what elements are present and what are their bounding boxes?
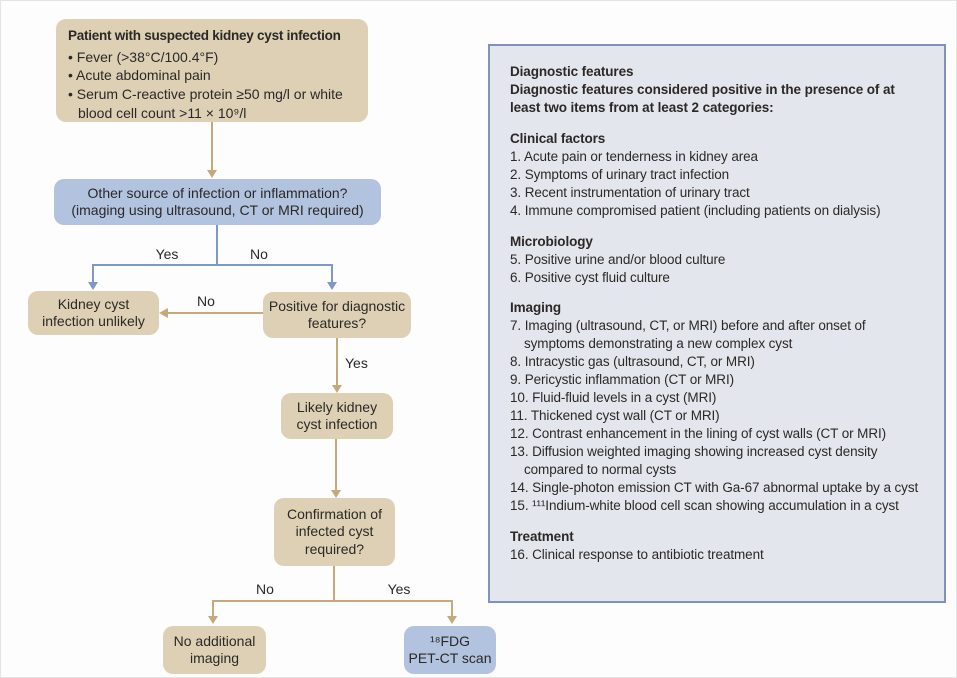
decision-other-source-box: Other source of infection or inflammatio…	[54, 179, 381, 225]
label-no-confirm: No	[256, 581, 274, 597]
connector-start-to-decision	[211, 122, 213, 170]
pet-ct-line2: PET-CT scan	[408, 650, 492, 666]
unlikely-box-label: Kidney cyst infection unlikely	[42, 295, 145, 330]
positive-features-label: Positive for diagnostic features?	[268, 297, 406, 332]
arrowhead-positive-to-unlikely	[159, 308, 168, 318]
connector-positive-to-unlikely	[168, 312, 263, 314]
connector-decision-no-drop	[331, 264, 333, 282]
clinical-factors-heading: Clinical factors	[510, 130, 606, 146]
start-box-title: Patient with suspected kidney cyst infec…	[68, 28, 341, 43]
confirmation-label: Confirmation of infected cyst required?	[287, 505, 382, 557]
positive-features-box: Positive for diagnostic features?	[263, 292, 411, 338]
connector-likely-to-confirmation	[335, 439, 337, 490]
decision-other-source-line2: (imaging using ultrasound, CT or MRI req…	[71, 202, 364, 218]
arrowhead-confirmation-no	[208, 616, 218, 624]
start-bullet-fever: • Fever (>38°C/100.4°F)	[68, 48, 219, 65]
likely-infection-box: Likely kidney cyst infection	[281, 393, 393, 439]
label-no-source: No	[250, 246, 268, 262]
microbiology-item: 6. Positive cyst fluid culture	[510, 269, 670, 285]
clinical-factors-item: 3. Recent instrumentation of urinary tra…	[510, 184, 750, 200]
panel-section-clinical-factors: Clinical factors 1. Acute pain or tender…	[510, 130, 928, 220]
confirmation-box: Confirmation of infected cyst required?	[274, 498, 395, 566]
imaging-item: 7. Imaging (ultrasound, CT, or MRI) befo…	[510, 318, 866, 352]
connector-positive-to-likely	[336, 338, 338, 385]
arrowhead-decision-yes	[88, 282, 98, 290]
start-bullet-pain: • Acute abdominal pain	[68, 67, 211, 84]
decision-other-source-line1: Other source of infection or inflammatio…	[87, 184, 348, 201]
unlikely-box: Kidney cyst infection unlikely	[28, 291, 159, 335]
imaging-item: 13. Diffusion weighted imaging showing i…	[510, 444, 878, 478]
clinical-factors-item: 4. Immune compromised patient (including…	[510, 202, 881, 218]
imaging-item: 8. Intracystic gas (ultrasound, CT, or M…	[510, 354, 755, 370]
microbiology-heading: Microbiology	[510, 233, 593, 249]
no-additional-imaging-box: No additional imaging	[163, 626, 266, 674]
connector-confirmation-no-drop	[212, 600, 214, 616]
pet-ct-scan-box: ¹⁸FDG PET-CT scan	[404, 626, 496, 674]
no-additional-imaging-label: No additional imaging	[173, 632, 256, 667]
clinical-factors-item: 1. Acute pain or tenderness in kidney ar…	[510, 148, 758, 164]
start-bullet-labs: • Serum C-reactive protein ≥50 mg/l or w…	[68, 86, 343, 121]
arrowhead-decision-no	[327, 282, 337, 290]
arrowhead-start-to-decision	[207, 170, 217, 178]
clinical-factors-item: 2. Symptoms of urinary tract infection	[510, 166, 730, 182]
imaging-item: 10. Fluid-fluid levels in a cyst (MRI)	[510, 390, 717, 406]
connector-confirmation-stem	[333, 566, 335, 602]
panel-section-treatment: Treatment 16. Clinical response to antib…	[510, 528, 928, 564]
microbiology-item: 5. Positive urine and/or blood culture	[510, 251, 726, 267]
arrowhead-confirmation-yes	[447, 616, 457, 624]
panel-section-microbiology: Microbiology 5. Positive urine and/or bl…	[510, 233, 928, 287]
label-yes-confirm: Yes	[387, 581, 411, 597]
imaging-item: 9. Pericystic inflammation (CT or MRI)	[510, 372, 734, 388]
connector-decision-stem	[216, 225, 218, 266]
imaging-item: 12. Contrast enhancement in the lining o…	[510, 426, 887, 442]
treatment-heading: Treatment	[510, 528, 574, 544]
label-yes-features: Yes	[345, 355, 368, 371]
label-yes-source: Yes	[155, 246, 179, 262]
pet-ct-line1: ¹⁸FDG	[429, 632, 471, 649]
imaging-item: 15. ¹¹¹Indium-white blood cell scan show…	[510, 497, 899, 513]
arrowhead-likely-to-confirmation	[331, 490, 341, 498]
connector-decision-yes-drop	[92, 264, 94, 282]
panel-title: Diagnostic features	[510, 64, 634, 79]
panel-section-imaging: Imaging 7. Imaging (ultrasound, CT, or M…	[510, 299, 928, 514]
panel-subtitle: Diagnostic features considered positive …	[510, 81, 895, 115]
likely-infection-label: Likely kidney cyst infection	[296, 398, 378, 433]
diagnostic-features-panel: Diagnostic features Diagnostic features …	[488, 44, 946, 603]
imaging-heading: Imaging	[510, 300, 562, 316]
connector-confirmation-crossbar	[212, 600, 453, 602]
connector-confirmation-yes-drop	[451, 600, 453, 616]
treatment-item: 16. Clinical response to antibiotic trea…	[510, 546, 764, 562]
connector-decision-crossbar	[92, 264, 333, 266]
label-no-features: No	[197, 293, 215, 309]
imaging-item: 11. Thickened cyst wall (CT or MRI)	[510, 408, 720, 424]
start-box: Patient with suspected kidney cyst infec…	[56, 19, 368, 122]
arrowhead-positive-to-likely	[332, 385, 342, 393]
imaging-item: 14. Single-photon emission CT with Ga-67…	[510, 480, 919, 496]
